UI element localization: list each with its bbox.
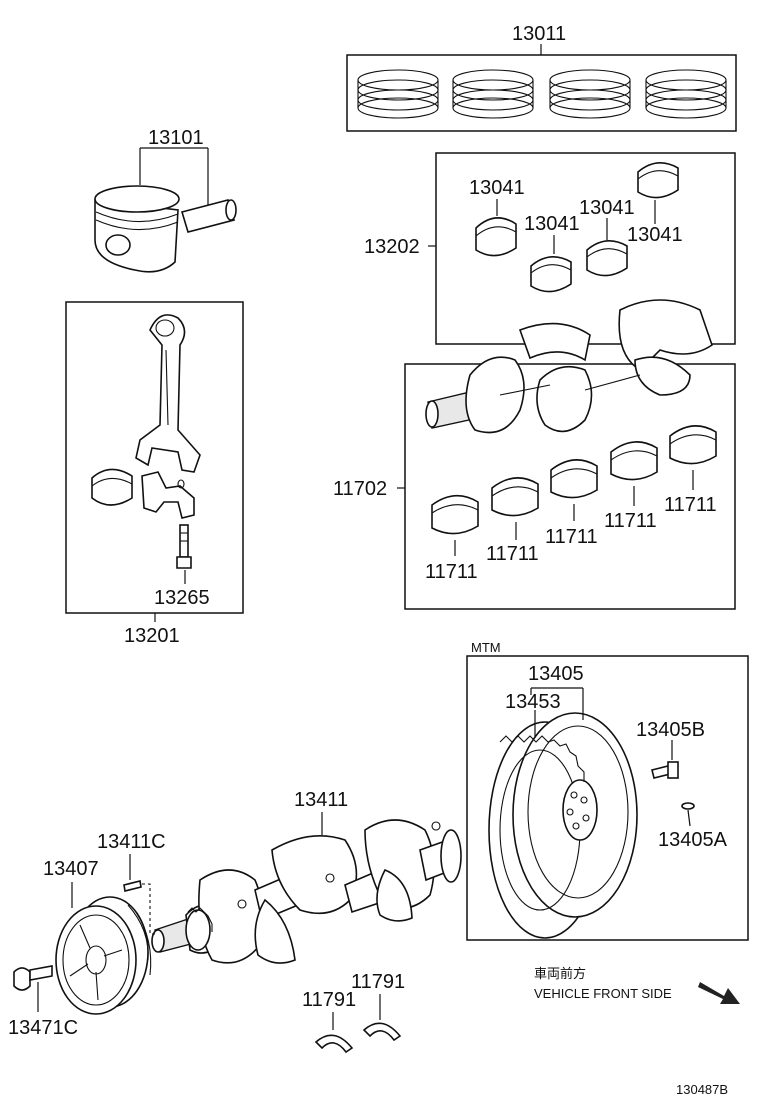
label-connecting-rod-assy: 13201 [124,625,180,647]
connecting-rod-group: 13265 13201 [65,301,244,647]
rod-bearing-1 [475,217,517,257]
label-rod-bearing-3: 13041 [579,197,635,219]
label-front-en: VEHICLE FRONT SIDE [534,986,672,1001]
label-ring-gear: 13453 [505,691,561,713]
thrust-washer-1 [314,1034,354,1054]
piston-ring-set-1 [357,69,439,119]
label-rod-bearing-4: 13041 [627,224,683,246]
flywheel-box [466,655,749,941]
flywheel-pin [681,802,695,810]
rod-bearing-3 [586,240,628,277]
label-thrust-washer-1: 11791 [302,989,356,1011]
rod-bearing-set-group: 13202 13041 13041 13041 13041 [364,152,736,345]
piston-group: 13101 [94,127,237,273]
piston-ring-set-4 [645,69,727,119]
main-bearing-5 [669,425,717,465]
label-mtm: MTM [471,640,501,655]
crankshaft-group: 13411 [151,789,462,964]
main-bearing-2 [491,477,539,517]
label-flywheel-bolt: 13405B [636,719,705,741]
crank-pulley [55,896,152,1015]
crank-timing-gear [185,907,213,951]
pulley-bolt [13,965,53,991]
label-front-jp: 車両前方 [534,966,586,981]
crankshaft-sketch-upper [425,299,713,434]
main-bearing-box [404,363,736,610]
label-flywheel: 13405 [528,663,584,685]
front-indicator: 車両前方 VEHICLE FRONT SIDE [534,966,740,1004]
crank-pin-group: 13411C [97,831,166,935]
ring-gear-teeth [499,735,585,782]
main-bearing-3 [550,459,598,499]
label-main-bearing-3: 11711 [545,526,598,548]
connecting-rod-box [65,301,244,614]
label-flywheel-pin: 13405A [658,829,728,851]
label-crank-pin: 13411C [97,831,166,853]
flywheel-bolt [651,761,679,779]
thrust-washer-2 [362,1022,402,1042]
piston-rings-group: 13011 [346,23,737,132]
label-piston: 13101 [148,127,204,149]
label-rod-bolt: 13265 [154,587,210,609]
piston-pin [180,199,237,233]
pulley-group: 13407 13471C [8,858,152,1039]
label-piston-rings: 13011 [512,23,566,45]
label-rod-bearing-2: 13041 [524,213,580,235]
rod-bolt [176,524,192,569]
label-crankshaft: 13411 [294,789,348,811]
rod-cap [141,471,195,519]
label-main-bearing-4: 11711 [604,510,657,532]
diagram-reference: 130487B [676,1082,728,1097]
main-bearing-4 [610,441,658,481]
front-arrow-icon [698,982,740,1004]
piston-ring-set-3 [549,69,631,119]
piston-ring-set-2 [452,69,534,119]
main-bearing-group: 11702 [333,299,736,610]
label-bearing-set: 13202 [364,236,420,258]
label-main-bearing-1: 11711 [425,561,478,583]
main-bearing-1 [431,494,479,535]
flywheel-body [488,712,638,939]
label-pulley: 13407 [43,858,99,880]
thrust-washer-group: 11791 11791 [302,971,405,1054]
connecting-rod [135,314,201,473]
label-main-bearing-2: 11711 [486,543,539,565]
piston-body [94,185,180,273]
rod-bearing-2 [530,256,572,293]
label-pulley-bolt: 13471C [8,1017,78,1039]
label-main-bearing-set: 11702 [333,478,387,500]
piston-rings-box [346,54,737,132]
flywheel-group: MTM 13405 13453 13405B [466,640,749,941]
rod-bearing-shells [91,468,133,506]
crankshaft [151,819,462,964]
crank-pin [123,880,142,892]
rod-bearing-4 [637,162,679,199]
label-thrust-washer-2: 11791 [351,971,405,993]
label-main-bearing-5: 11711 [664,494,717,516]
label-rod-bearing-1: 13041 [469,177,525,199]
